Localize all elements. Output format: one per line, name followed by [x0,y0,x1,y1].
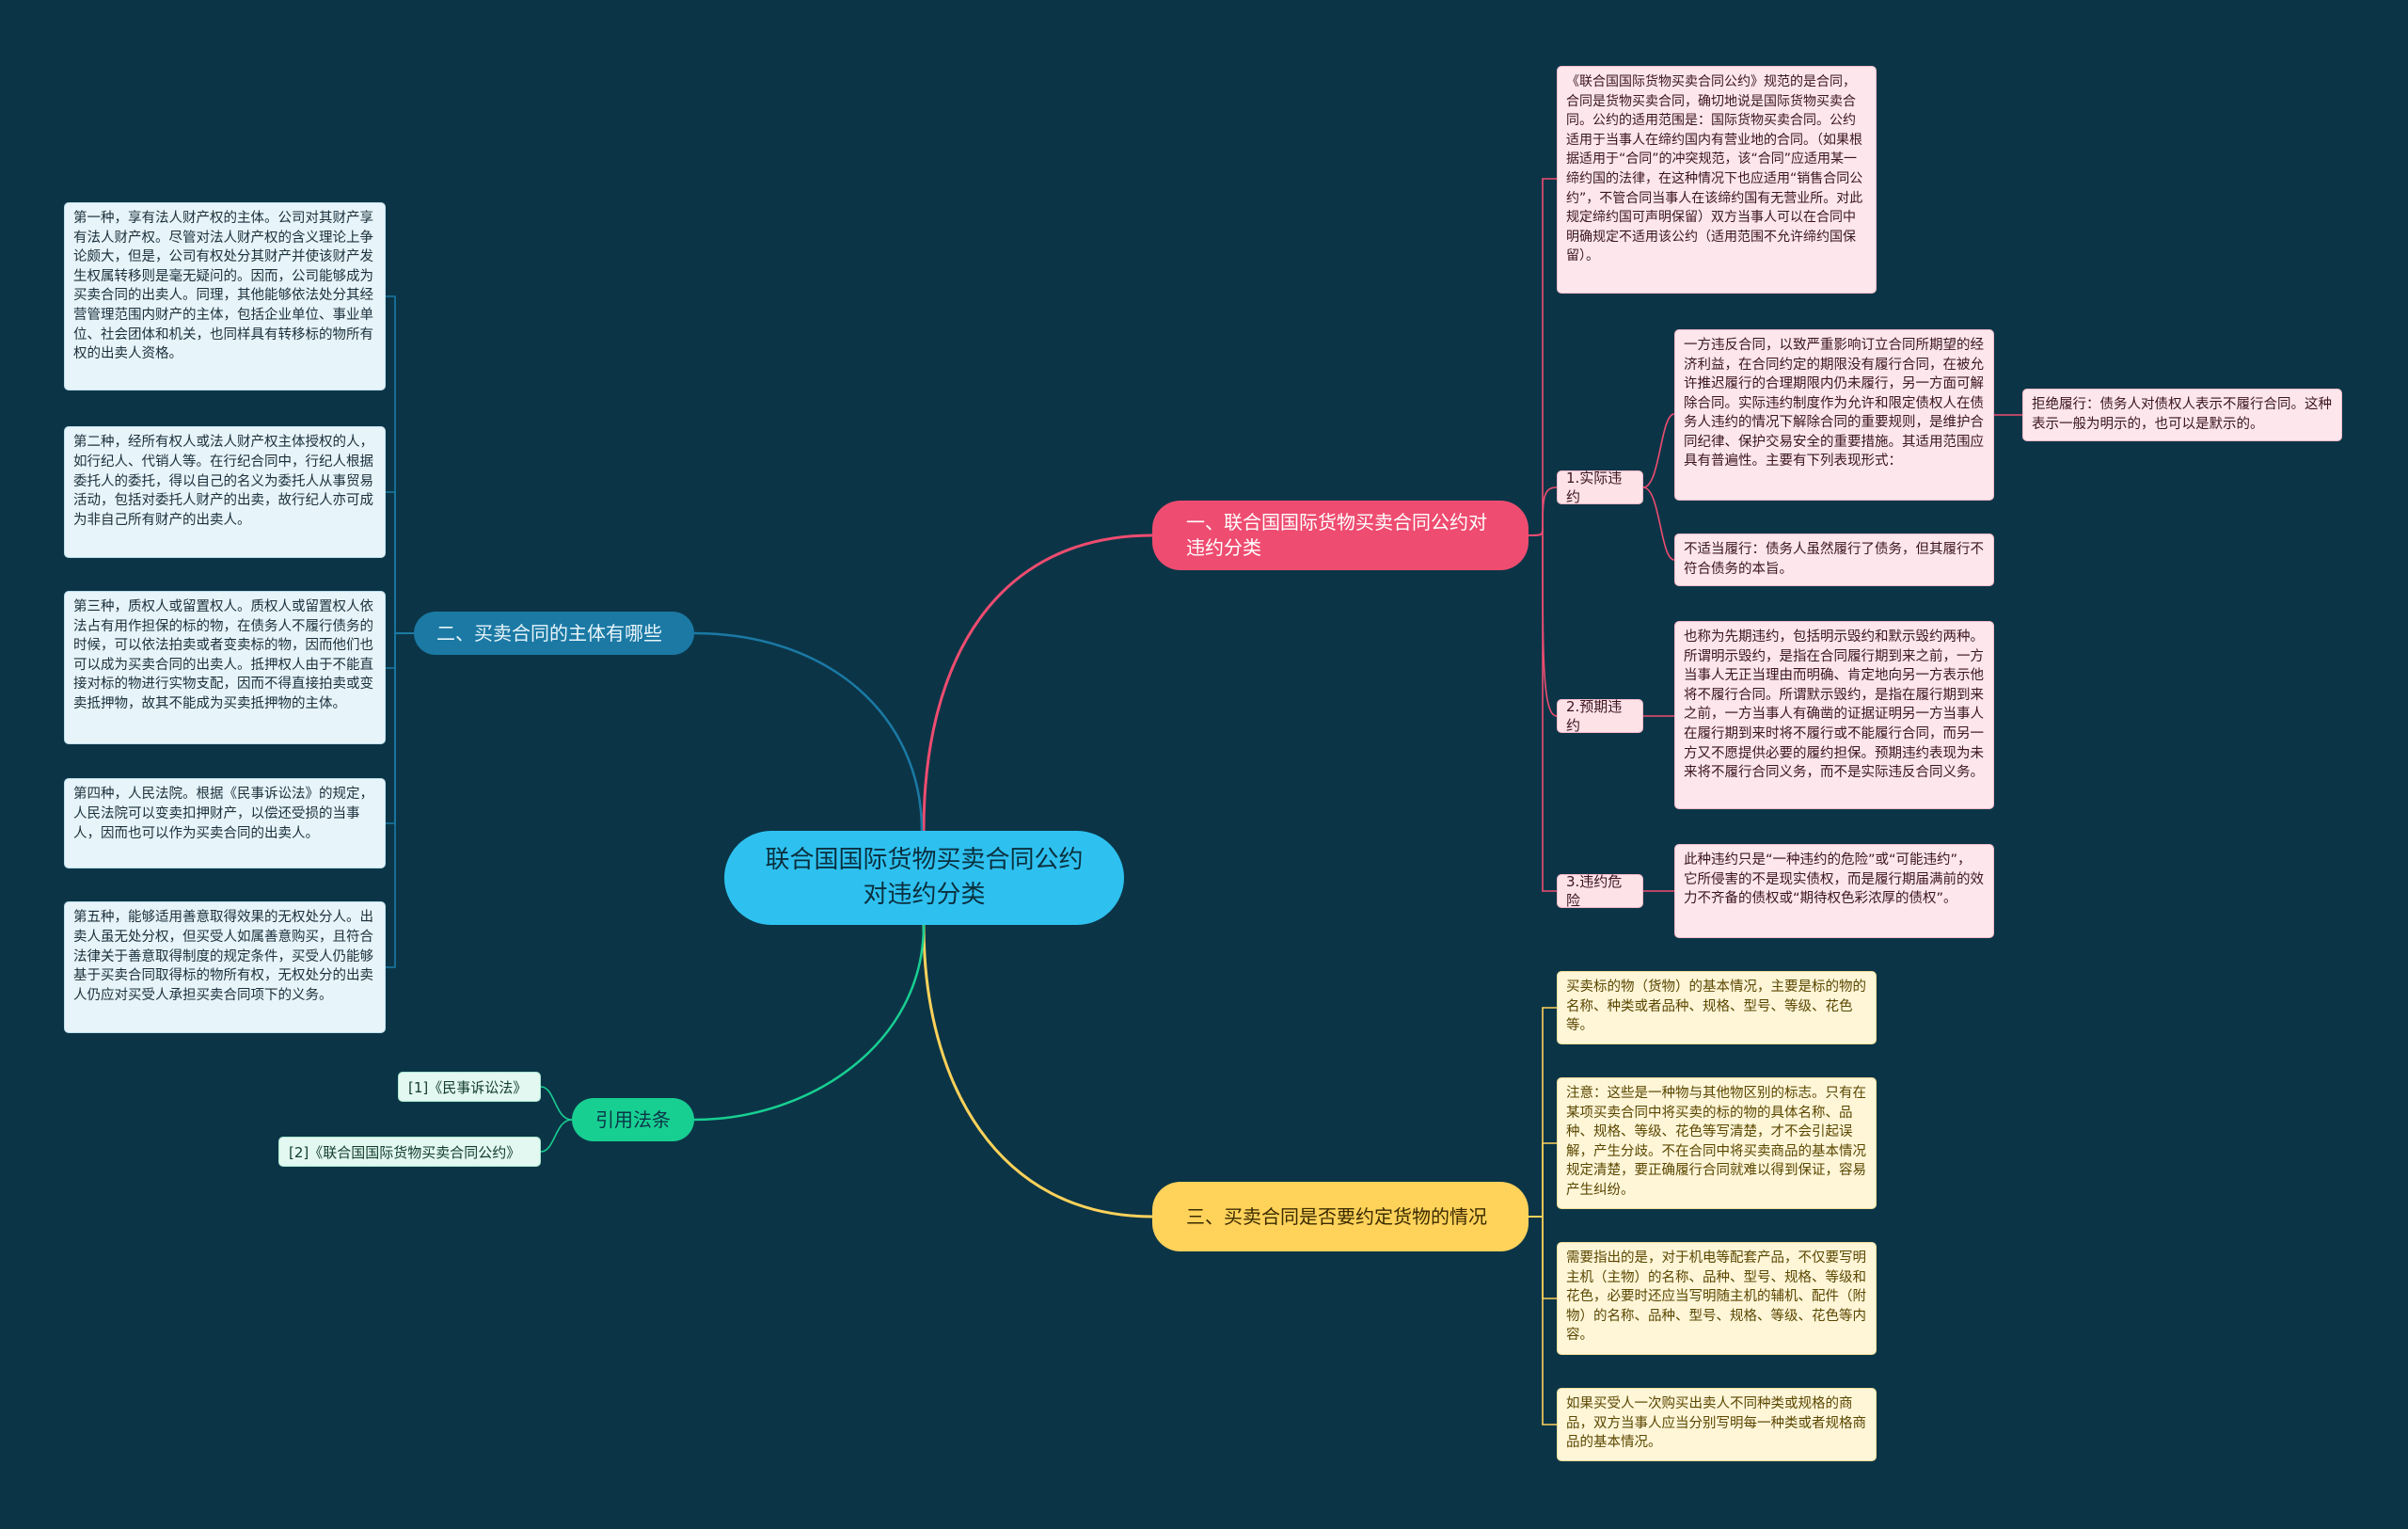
goods-basic-info: 买卖标的物（货物）的基本情况，主要是标的物的名称、种类或者品种、规格、型号、等级… [1557,971,1877,1044]
link-center-branch1 [922,534,1153,832]
breach-danger-label[interactable]: 3.违约危险 [1557,873,1643,909]
actual-breach-description: 一方违反合同，以致严重影响订立合同所期望的经济利益，在合同约定的期限没有履行合同… [1674,329,1994,501]
party-type-5: 第五种，能够适用善意取得效果的无权处分人。出卖人虽无处分权，但买受人如属善意购买… [64,901,386,1033]
party-type-4: 第四种，人民法院。根据《民事诉讼法》的规定，人民法院可以变卖扣押财产，以偿还受损… [64,778,386,868]
convention-scope-note: 《联合国国际货物买卖合同公约》规范的是合同，合同是货物买卖合同，确切地说是国际货… [1557,66,1877,294]
party-type-2: 第二种，经所有权人或法人财产权主体授权的人，如行纪人、代销人等。在行纪合同中，行… [64,426,386,558]
cited-law-2[interactable]: [2]《联合国国际货物买卖合同公约》 [278,1137,541,1167]
branch-cited-laws[interactable]: 引用法条 [572,1098,694,1141]
goods-note: 注意：这些是一种物与其他物区别的标志。只有在某项买卖合同中将买卖的标的物的具体名… [1557,1077,1877,1209]
link-b4-item4 [1542,1217,1557,1425]
link-b2-item2 [386,491,396,633]
party-type-1: 第一种，享有法人财产权的主体。公司对其财产享有法人财产权。尽管对法人财产权的含义… [64,202,386,390]
link-b2-item5 [386,633,396,968]
goods-multiple-types: 如果买受人一次购买出卖人不同种类或规格的商品，双方当事人应当分别写明每一种类或者… [1557,1388,1877,1461]
link-b3-law1 [540,1086,573,1121]
branch-contract-parties[interactable]: 二、买卖合同的主体有哪些 [414,612,694,655]
link-b4-item1 [1542,1007,1557,1217]
improper-performance: 不适当履行：债务人虽然履行了债务，但其履行不符合债务的本旨。 [1674,534,1994,586]
link-center-branch2 [693,631,924,832]
link-b1-danger [1542,535,1557,892]
link-b4-item2 [1542,1142,1557,1217]
link-b1-stem [1528,526,1544,536]
actual-breach-label[interactable]: 1.实际违约 [1557,470,1643,505]
link-actual-desc [1642,413,1675,488]
central-topic[interactable]: 联合国国际货物买卖合同公约对违约分类 [724,831,1124,925]
link-b3-law2 [540,1119,573,1153]
link-actual-improper [1642,486,1675,561]
link-b1-anticipatory [1542,534,1558,717]
link-b4-item3 [1542,1217,1557,1299]
branch-goods-terms[interactable]: 三、买卖合同是否要约定货物的情况 [1152,1182,1529,1251]
link-b1-actual [1542,486,1558,536]
breach-danger-description: 此种违约只是“一种违约的危险”或“可能违约”，它所侵害的不是现实债权，而是履行期… [1674,844,1994,938]
party-type-3: 第三种，质权人或留置权人。质权人或留置权人依法占有用作担保的标的物，在债务人不履… [64,591,386,744]
anticipatory-breach-description: 也称为先期违约，包括明示毁约和默示毁约两种。所谓明示毁约，是指在合同履行期到来之… [1674,621,1994,809]
link-center-branch3 [693,924,926,1122]
link-center-branch4 [922,924,1153,1218]
link-b2-item1 [386,295,396,633]
branch-violation-classification[interactable]: 一、联合国国际货物买卖合同公约对违约分类 [1152,501,1529,570]
cited-law-1[interactable]: [1]《民事诉讼法》 [398,1072,541,1102]
link-b1-intro [1542,178,1557,535]
refusal-to-perform: 拒绝履行：债务人对债权人表示不履行合同。这种表示一般为明示的，也可以是默示的。 [2022,389,2342,441]
anticipatory-breach-label[interactable]: 2.预期违约 [1557,698,1643,734]
goods-accessories: 需要指出的是，对于机电等配套产品，不仅要写明主机（主物）的名称、品种、型号、规格… [1557,1242,1877,1355]
link-b2-item3 [386,633,396,669]
link-b2-item4 [386,633,396,824]
